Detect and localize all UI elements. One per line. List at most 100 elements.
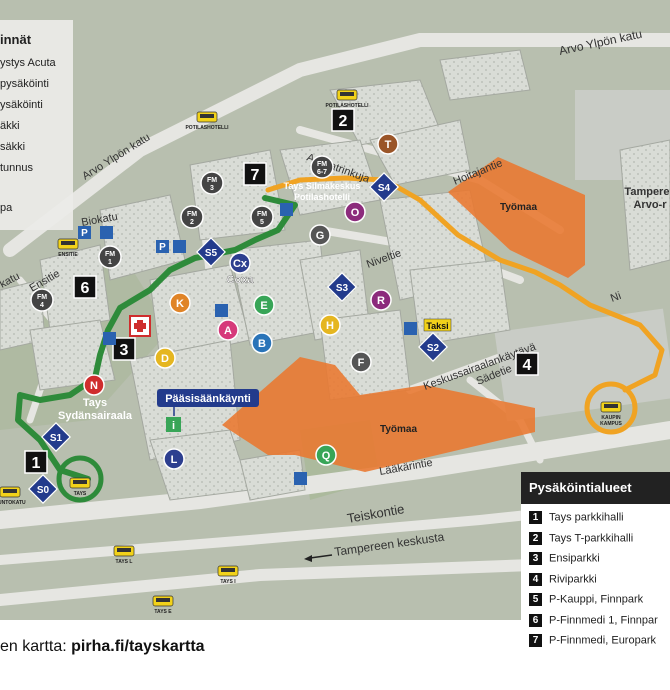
parking-area-2[interactable]: 2	[331, 108, 355, 132]
svg-text:FM: FM	[187, 211, 197, 218]
parking-sign: P	[159, 242, 166, 253]
svg-text:6-7: 6-7	[317, 169, 327, 176]
svg-text:D: D	[161, 353, 169, 365]
parking-area-1[interactable]: 1	[24, 450, 48, 474]
label-tays-1: Tays	[83, 397, 107, 409]
building-marker-cx[interactable]: Cx	[229, 252, 251, 274]
walking-route-orange	[265, 175, 665, 393]
fm-marker[interactable]: FM6-7	[310, 155, 334, 179]
bus-stop-icon[interactable]: POTILASHOTELLI	[325, 89, 369, 109]
campus-map[interactable]: Arvo Ylpön katu Arvo Ylpön katu Biokatu …	[0, 0, 670, 620]
parking-area-7[interactable]: 7	[243, 162, 267, 186]
legend-item: äkki	[0, 120, 20, 132]
stop-marker-s3[interactable]: S3	[327, 272, 357, 302]
svg-text:H: H	[326, 320, 334, 332]
stop-marker-s5[interactable]: S5	[196, 237, 226, 267]
svg-text:KAMPUS: KAMPUS	[600, 421, 622, 427]
legend-item: pysäköinti	[0, 78, 49, 90]
building-marker-q[interactable]: Q	[315, 444, 337, 466]
building-marker-b[interactable]: B	[251, 332, 273, 354]
parking-sign-icons: P P	[78, 226, 169, 253]
building-marker-r[interactable]: R	[370, 289, 392, 311]
route-end-circle-green	[56, 455, 104, 503]
stop-marker-s1[interactable]: S1	[41, 422, 71, 452]
legend-left-panel: innät ystys Acuta pysäköinti ysäköinti ä…	[0, 20, 73, 230]
svg-text:Taksi: Taksi	[426, 321, 448, 331]
bus-stop-icon[interactable]: KUNTOKATU	[0, 486, 26, 506]
building-marker-h[interactable]: H	[319, 314, 341, 336]
main-entrance-label[interactable]: Pääsisäänkäynti	[157, 389, 259, 416]
fm-marker[interactable]: FM3	[200, 171, 224, 195]
construction-area-east	[448, 157, 585, 278]
bus-stop-markers: POTILASHOTELLI POTILASHOTELLI ENSITIE TAYS K…	[0, 89, 622, 615]
info-icon[interactable]: i	[166, 417, 181, 432]
building-marker-a[interactable]: A	[217, 319, 239, 341]
building-marker-f[interactable]: F	[350, 351, 372, 373]
svg-text:N: N	[90, 380, 98, 392]
parking-area-3[interactable]: 3	[112, 337, 136, 361]
legend-item: säkki	[0, 141, 26, 153]
building-marker-o[interactable]: O	[344, 201, 366, 223]
label-arvo-right: Arvo-r	[633, 199, 667, 211]
svg-text:4: 4	[40, 302, 44, 309]
svg-text:O: O	[351, 207, 360, 219]
bus-stop-icon[interactable]: ENSITIE	[57, 238, 78, 258]
fm-marker[interactable]: FM5	[250, 205, 274, 229]
fm-marker[interactable]: FM1	[98, 245, 122, 269]
svg-text:KAUPIN: KAUPIN	[601, 415, 621, 421]
bus-stop-icon[interactable]: TAYS I	[217, 565, 239, 585]
building-marker-n[interactable]: N	[83, 374, 105, 396]
bus-stop-icon[interactable]: TAYS L	[113, 545, 135, 565]
label-tampere-right: Tamperee	[624, 186, 670, 198]
svg-text:TAYS: TAYS	[74, 491, 87, 497]
svg-text:FM: FM	[207, 177, 217, 184]
svg-text:Q: Q	[322, 450, 331, 462]
bus-stop-icon[interactable]: TAYS E	[152, 595, 174, 615]
parking-area-4[interactable]: 4	[515, 352, 539, 376]
parking-area-6[interactable]: 6	[73, 275, 97, 299]
svg-text:7: 7	[251, 167, 260, 184]
stop-marker-s4[interactable]: S4	[369, 172, 399, 202]
parking-legend-number: 7	[529, 634, 542, 647]
label-potilashotelli: Potilashotelli	[294, 192, 350, 202]
emergency-cross-icon[interactable]	[129, 315, 151, 337]
parking-legend-number: 3	[529, 552, 542, 565]
parking-legend-number: 6	[529, 613, 542, 627]
svg-text:TAYS L: TAYS L	[116, 559, 133, 565]
svg-text:2: 2	[190, 219, 194, 226]
svg-text:FM: FM	[257, 211, 267, 218]
building-marker-t[interactable]: T	[377, 133, 399, 155]
svg-text:A: A	[224, 325, 232, 337]
fm-marker[interactable]: FM4	[30, 288, 54, 312]
svg-text:TAYS I: TAYS I	[220, 579, 236, 585]
stop-marker-s2[interactable]: S2	[418, 332, 448, 362]
building-marker-g[interactable]: G	[309, 224, 331, 246]
bus-stop-icon[interactable]: POTILASHOTELLI	[185, 111, 229, 131]
stop-marker-s0[interactable]: S0	[28, 474, 58, 504]
building-marker-l[interactable]: L	[163, 448, 185, 470]
bus-stop-icon[interactable]: TAYS	[69, 477, 91, 497]
svg-text:5: 5	[260, 219, 264, 226]
street-right-edge: Ni	[609, 290, 623, 305]
svg-text:G: G	[316, 230, 325, 242]
footer-link[interactable]: pirha.fi/tayskartta	[71, 638, 205, 655]
svg-text:S1: S1	[50, 433, 63, 444]
legend-item: ysäköinti	[0, 99, 43, 111]
legend-item: ystys Acuta	[0, 57, 56, 69]
svg-text:F: F	[358, 357, 365, 369]
direction-arrow-icon	[304, 554, 333, 562]
fm-marker[interactable]: FM2	[180, 205, 204, 229]
label-coxa: Coxa	[227, 274, 255, 286]
svg-text:2: 2	[339, 113, 348, 130]
svg-text:KUNTOKATU: KUNTOKATU	[0, 500, 26, 506]
building-marker-d[interactable]: D	[154, 347, 176, 369]
building-marker-e[interactable]: E	[253, 294, 275, 316]
building-marker-k[interactable]: K	[169, 292, 191, 314]
svg-text:B: B	[258, 338, 266, 350]
